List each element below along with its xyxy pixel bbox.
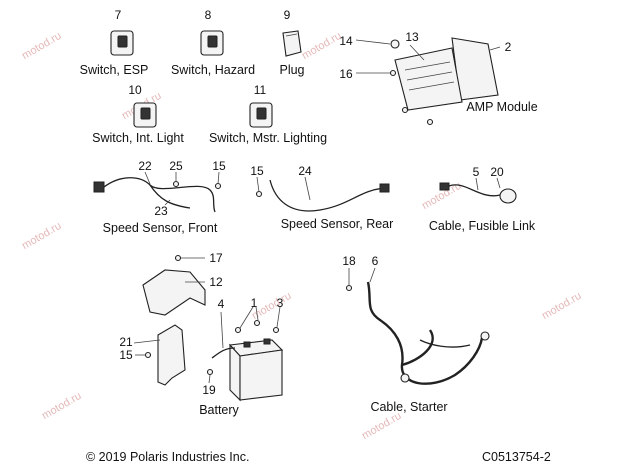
callout-15-rear: 15 (250, 164, 264, 178)
plug-part (282, 30, 302, 57)
cable-fusible-link-part (439, 177, 517, 204)
speed-sensor-rear-part (255, 176, 390, 212)
caption-switch-int-light: Switch, Int. Light (92, 131, 184, 145)
callout-16: 16 (339, 67, 353, 81)
cable-starter-part (345, 267, 490, 385)
callout-3: 3 (276, 296, 284, 310)
speed-sensor-front-part (93, 171, 222, 213)
callout-2: 2 (504, 40, 512, 54)
battery-part (206, 306, 284, 402)
callout-21: 21 (119, 335, 133, 349)
callout-22: 22 (138, 159, 152, 173)
caption-switch-mstr-lighting: Switch, Mstr. Lighting (208, 131, 328, 145)
callout-4: 4 (217, 297, 225, 311)
caption-switch-esp: Switch, ESP (79, 63, 149, 77)
callout-5: 5 (472, 165, 480, 179)
battery-bracket-part (133, 254, 206, 386)
diagram-code: C0513754-2 (482, 450, 551, 464)
callout-6: 6 (371, 254, 379, 268)
switch-esp-part (110, 30, 134, 56)
callout-14: 14 (339, 34, 353, 48)
callout-24: 24 (298, 164, 312, 178)
switch-hazard-part (200, 30, 224, 56)
callout-10: 10 (128, 83, 142, 97)
caption-plug: Plug (279, 63, 305, 77)
callout-20: 20 (490, 165, 504, 179)
callout-7: 7 (114, 8, 122, 22)
callout-15-front: 15 (212, 159, 226, 173)
callout-15-bracket: 15 (119, 348, 133, 362)
switch-mstr-lighting-part (249, 102, 273, 128)
caption-cable-fusible-link: Cable, Fusible Link (428, 219, 536, 233)
copyright-text: © 2019 Polaris Industries Inc. (86, 450, 250, 464)
switch-int-light-part (133, 102, 157, 128)
caption-battery: Battery (199, 403, 239, 417)
callout-13: 13 (405, 30, 419, 44)
callout-23: 23 (154, 204, 168, 218)
caption-speed-sensor-front: Speed Sensor, Front (102, 221, 218, 235)
callout-12: 12 (209, 275, 223, 289)
caption-switch-hazard: Switch, Hazard (170, 63, 256, 77)
amp-module-part (355, 37, 501, 126)
caption-cable-starter: Cable, Starter (370, 400, 448, 414)
callout-11: 11 (253, 83, 267, 97)
caption-amp-module: AMP Module (466, 100, 538, 114)
callout-25: 25 (169, 159, 183, 173)
callout-1: 1 (250, 296, 258, 310)
caption-speed-sensor-rear: Speed Sensor, Rear (280, 217, 394, 231)
callout-8: 8 (204, 8, 212, 22)
callout-9: 9 (283, 8, 291, 22)
callout-19: 19 (202, 383, 216, 397)
callout-18: 18 (342, 254, 356, 268)
callout-17: 17 (209, 251, 223, 265)
